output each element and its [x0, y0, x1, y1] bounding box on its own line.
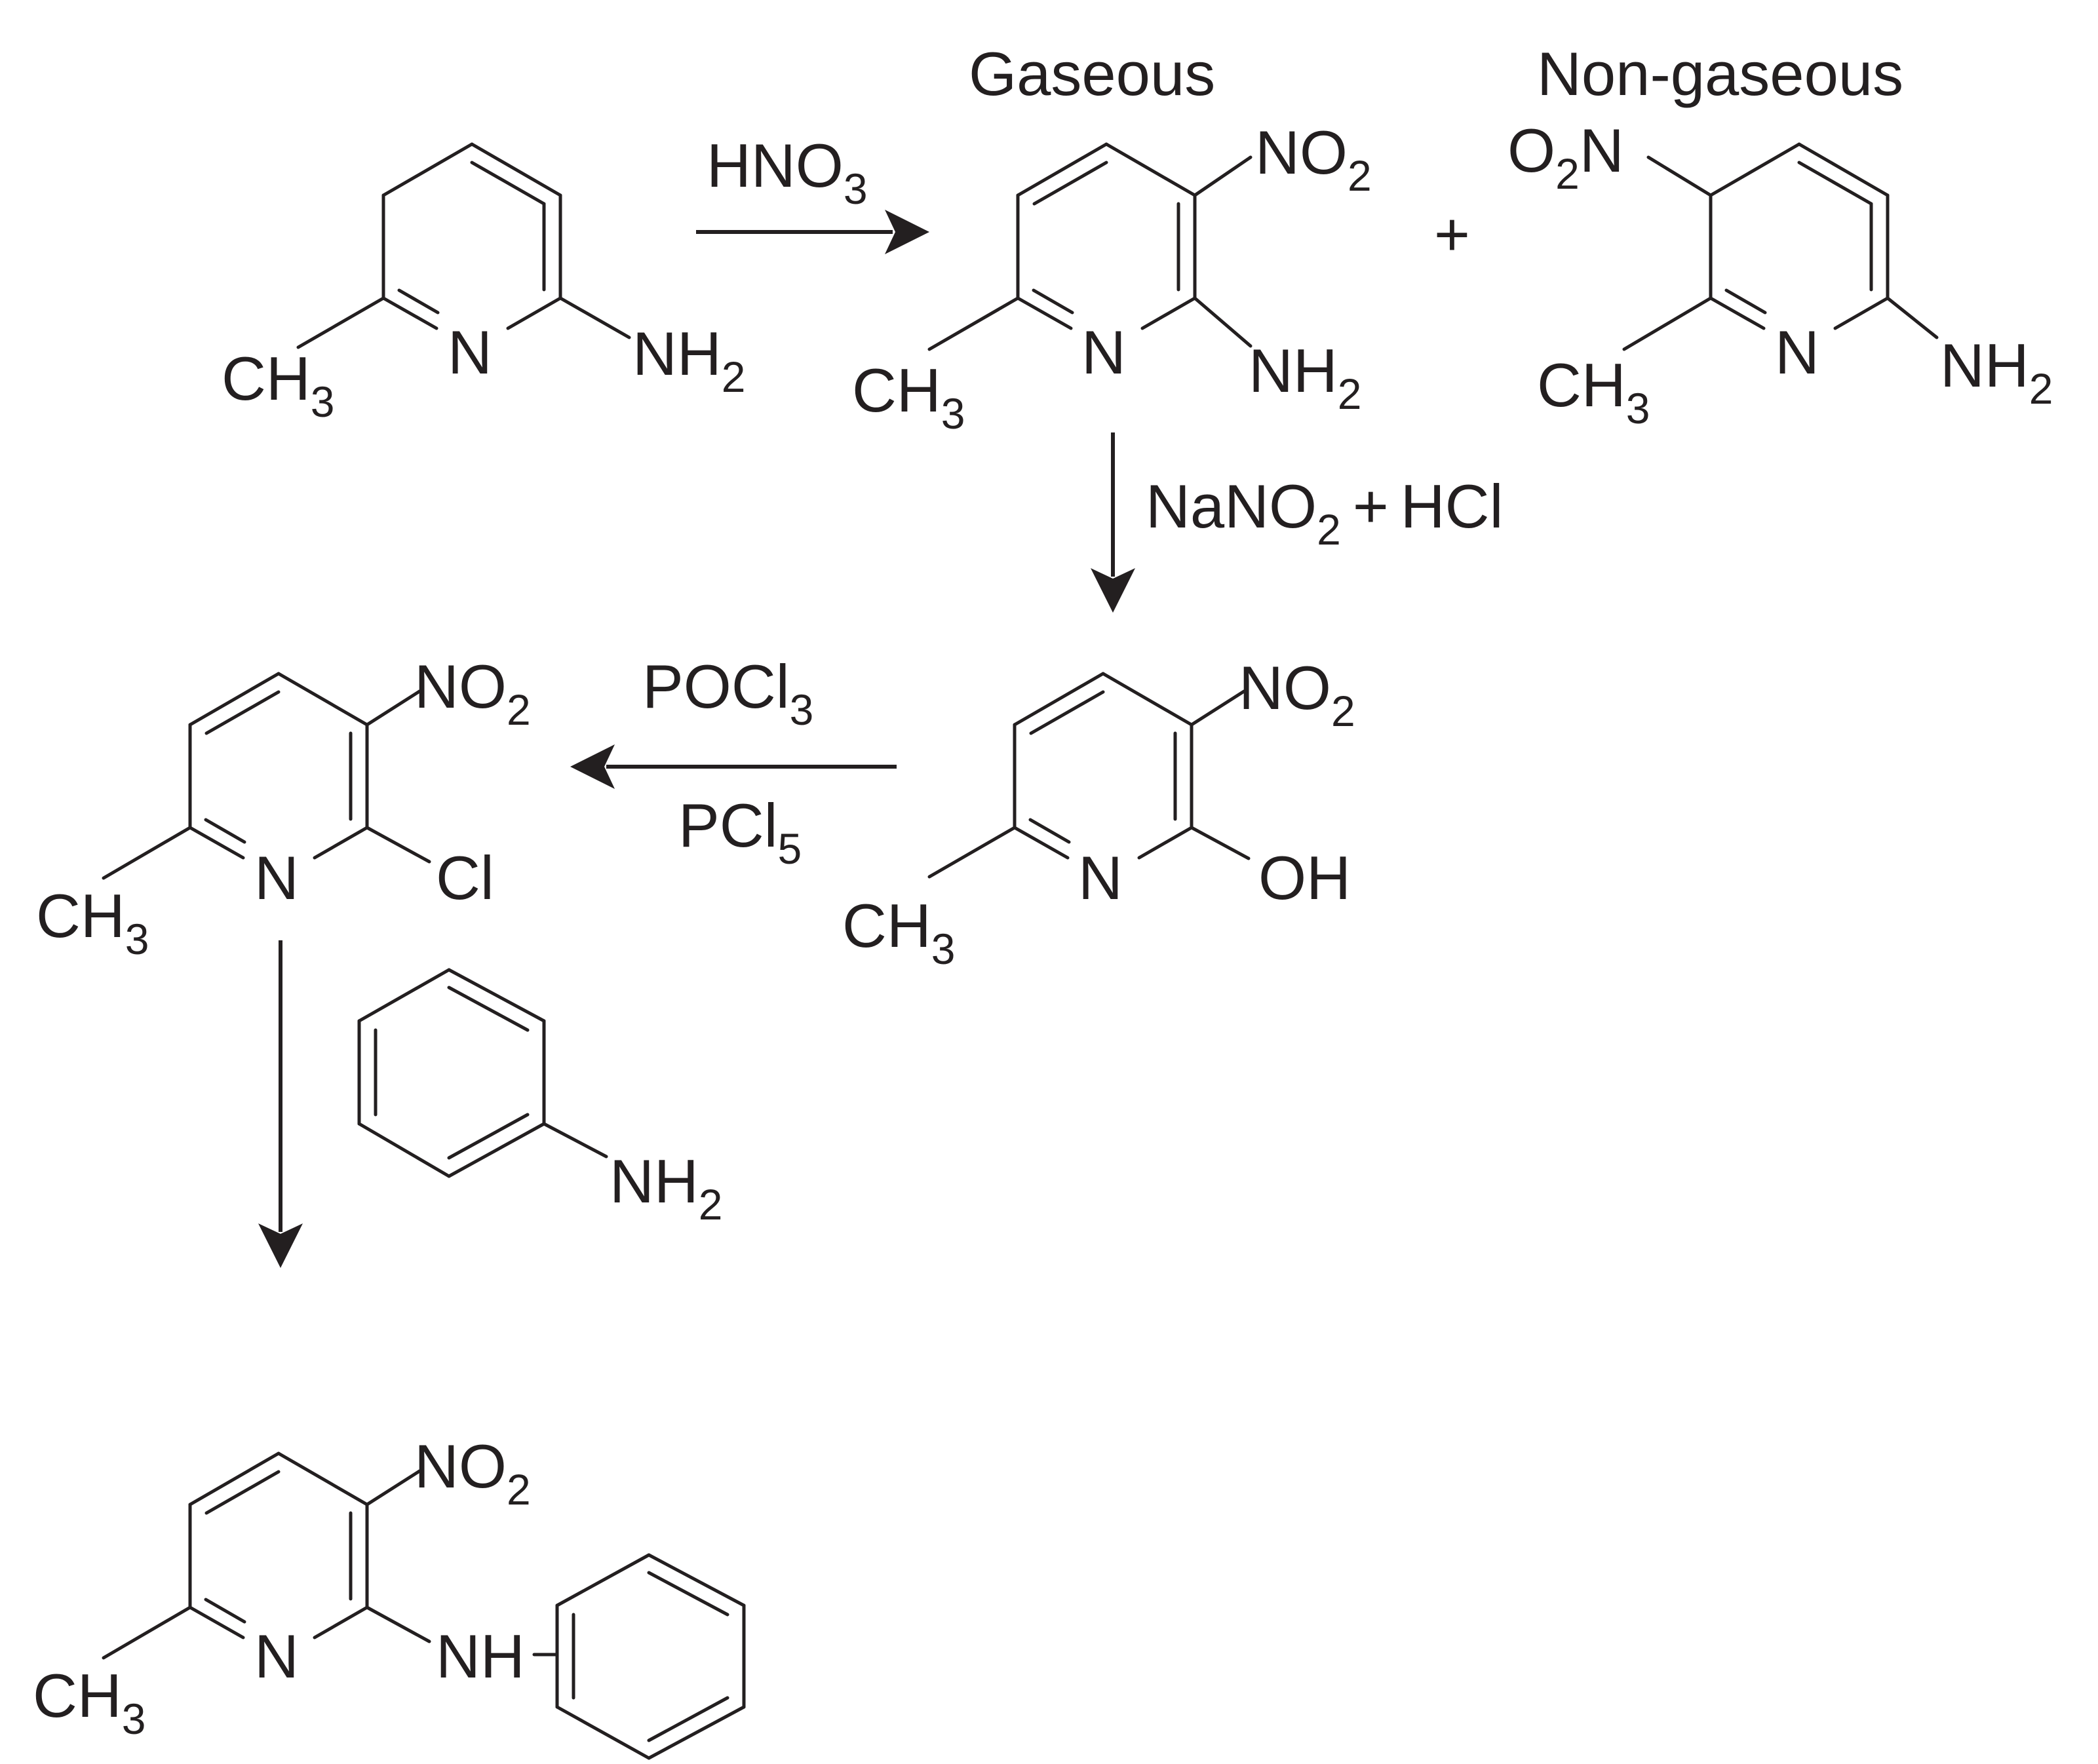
methyl-label: CH3 — [852, 356, 965, 438]
nitro-label: NO2 — [414, 1432, 531, 1514]
reagent-pcl5: PCl5 — [678, 791, 802, 873]
methyl-label: CH3 — [1537, 351, 1650, 432]
nitro-label: NO2 — [414, 652, 531, 734]
reaction-arrow-amination — [258, 940, 303, 1268]
molecule-chloro: N CH3 Cl NO2 — [36, 652, 531, 963]
ring-bonds — [1622, 142, 1939, 351]
methyl-label: CH3 — [222, 344, 335, 426]
reagent-aniline: NH2 — [357, 968, 723, 1229]
benzene-ring-bonds — [357, 968, 608, 1178]
ring-nitrogen-label: N — [448, 318, 492, 387]
ring-nitrogen-label: N — [254, 843, 299, 912]
molecule-gaseous-product: N CH3 NH2 NO2 — [852, 118, 1372, 438]
chloro-label: Cl — [436, 843, 494, 912]
amino-label: NH2 — [632, 319, 746, 401]
reagent-pocl3: POCl3 — [642, 652, 813, 734]
nitro-label: O2N — [1507, 116, 1624, 198]
ring-bonds — [102, 672, 431, 880]
methyl-label: CH3 — [842, 891, 956, 973]
ring-nitrogen-label: N — [1081, 318, 1126, 387]
molecule-hydroxy: N CH3 OH NO2 — [842, 653, 1355, 973]
reaction-arrow-chlorination — [570, 744, 897, 789]
molecule-start: N CH3 NH2 — [222, 142, 746, 426]
phenyl-ring-bonds — [532, 1553, 746, 1760]
methyl-label: CH3 — [36, 881, 149, 963]
ring-bonds — [296, 142, 631, 349]
reaction-arrow-nitration — [696, 210, 929, 254]
ring-nitrogen-label: N — [1078, 843, 1123, 912]
ring-bonds — [102, 1451, 431, 1660]
nitro-label: NO2 — [1239, 653, 1355, 735]
reagent-nano2-hcl: NaNO2+HCl — [1146, 472, 1503, 554]
caption-gaseous: Gaseous — [969, 39, 1215, 108]
ring-nitrogen-label: N — [254, 1622, 299, 1691]
molecule-non-gaseous-product: N CH3 NH2 O2N — [1507, 116, 2053, 432]
methyl-label: CH3 — [33, 1661, 146, 1743]
reaction-arrow-diazotization — [1091, 432, 1135, 613]
ring-nitrogen-label: N — [1775, 318, 1819, 387]
hydroxyl-label: OH — [1258, 843, 1351, 912]
caption-non-gaseous: Non-gaseous — [1537, 39, 1903, 108]
amino-label: NH2 — [1249, 336, 1362, 418]
molecule-final-product: N CH3 NH NO2 — [33, 1432, 746, 1760]
nitro-label: NO2 — [1255, 118, 1372, 200]
amino-label: NH2 — [1940, 331, 2053, 413]
ring-bonds — [927, 142, 1253, 351]
amine-linker-label: NH — [436, 1622, 525, 1691]
amino-label: NH2 — [610, 1147, 723, 1229]
plus-sign: + — [1434, 200, 1470, 269]
reagent-hno3: HNO3 — [707, 131, 868, 213]
ring-bonds — [927, 672, 1251, 879]
